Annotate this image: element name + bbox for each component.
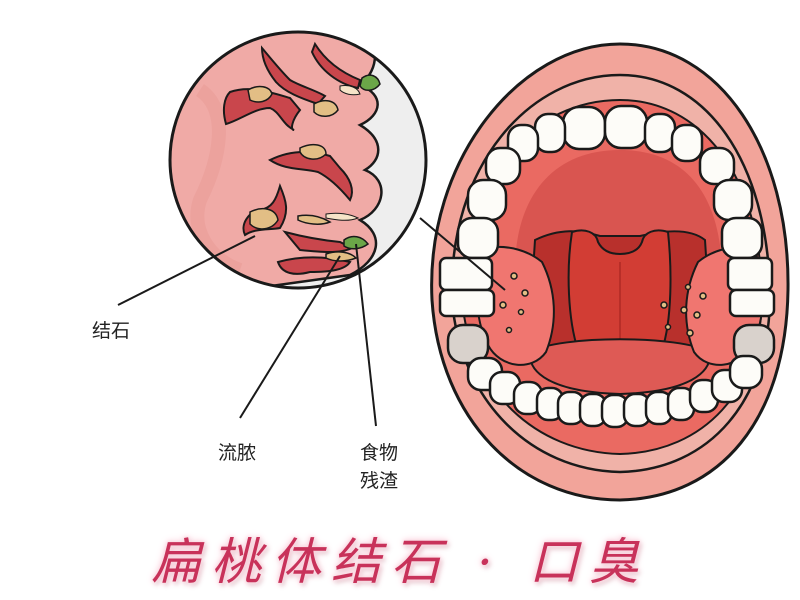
- label-stone: 结石: [92, 320, 131, 342]
- leader-lines: [117, 217, 506, 427]
- tonsil-stone-dots: [499, 272, 707, 337]
- upper-teeth: [438, 104, 776, 318]
- leader-stone: [117, 235, 256, 306]
- lower-teeth: [466, 354, 764, 429]
- leader-pus: [239, 255, 341, 419]
- label-food-debris: 食物 残渣: [360, 442, 399, 492]
- diagram-title: 扁桃体结石 · 口臭: [151, 533, 649, 591]
- zoomed-tonsil-crypt-view: [168, 30, 428, 290]
- zoom-circle-border: [168, 30, 428, 290]
- zoom-pus: [325, 85, 361, 221]
- open-mouth-illustration: [430, 42, 790, 502]
- label-pus: 流脓: [218, 442, 257, 464]
- leader-to-mouth: [419, 217, 506, 291]
- back-molars: [446, 323, 776, 365]
- zoom-food-debris: [343, 74, 381, 250]
- zoom-stones: [247, 85, 358, 262]
- leader-food: [355, 243, 377, 427]
- tongue: [528, 338, 712, 396]
